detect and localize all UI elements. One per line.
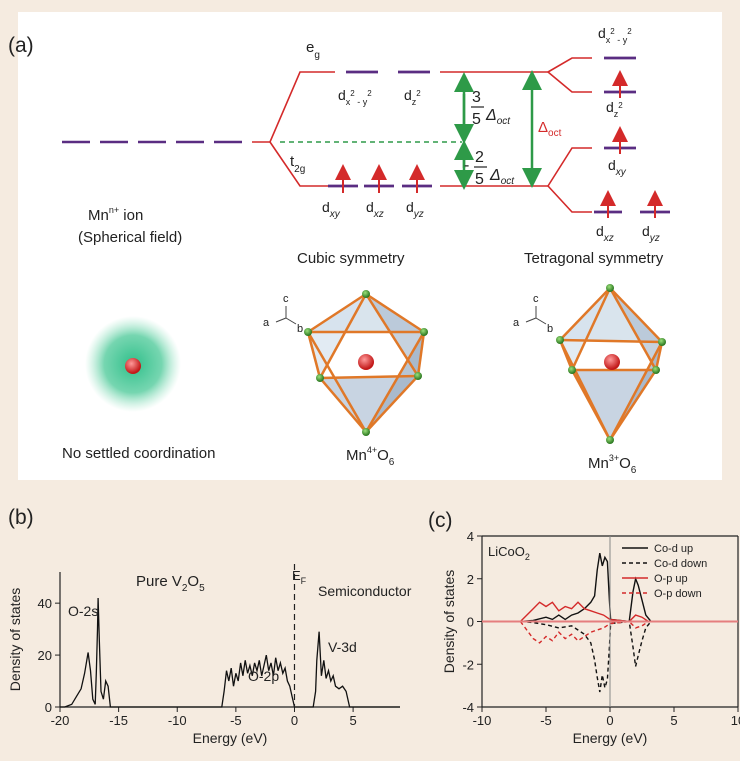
y-axis-label: Density of states xyxy=(441,570,457,674)
annotation-v3d: V-3d xyxy=(328,639,357,655)
cubic-symmetry-label: Cubic symmetry xyxy=(297,250,405,267)
annotation-o2p: O-2p xyxy=(248,668,279,684)
annotation-semiconductor: Semiconductor xyxy=(318,583,412,599)
axis-b-tet: b xyxy=(547,323,553,335)
axes-glyph-cubic xyxy=(275,306,297,325)
orbital-dx2y2: dx2 - y2 xyxy=(338,87,372,107)
delta-oct-tetragonal: Δoct xyxy=(538,119,562,139)
mn3-o6-label: Mn3+O6 xyxy=(588,453,637,476)
axis-a-tet: a xyxy=(513,317,520,329)
legend-label: O-p down xyxy=(654,588,702,600)
chart-c-title: LiCoO2 xyxy=(488,544,530,562)
y-tick-label: 2 xyxy=(467,572,474,587)
y-tick-label: 4 xyxy=(467,529,474,544)
spherical-field-label: (Spherical field) xyxy=(78,229,182,246)
fraction-2-num: 2 xyxy=(475,149,484,166)
series-line-o-p-down xyxy=(519,620,649,644)
x-tick-label: -5 xyxy=(540,713,552,728)
legend-label: Co-d down xyxy=(654,558,707,570)
x-tick-label: -15 xyxy=(109,713,128,728)
y-tick-label: -4 xyxy=(462,700,474,715)
orbital-dz2: dz2 xyxy=(404,87,421,107)
mn4-o6-label: Mn4+O6 xyxy=(346,445,395,468)
tetragonal-spin-arrows xyxy=(600,70,663,218)
fermi-label: EF xyxy=(292,568,307,586)
y-tick-label: 0 xyxy=(467,615,474,630)
octahedron-mn3 xyxy=(556,284,666,444)
tet-orbital-dx2y2: dx2 - y2 xyxy=(598,25,632,45)
x-axis-label: Energy (eV) xyxy=(193,730,268,746)
ion-label: Mnn+ ion xyxy=(88,205,143,224)
x-tick-label: 5 xyxy=(349,713,356,728)
tetragonal-symmetry-label: Tetragonal symmetry xyxy=(524,250,664,267)
series-line-co-d-down xyxy=(520,620,652,693)
x-tick-label: 10 xyxy=(731,713,740,728)
axis-c-tet: c xyxy=(533,293,539,305)
mn-ion-sphere xyxy=(125,358,141,374)
x-tick-label: 0 xyxy=(606,713,613,728)
x-tick-label: -5 xyxy=(230,713,242,728)
axis-b-cubic: b xyxy=(297,323,303,335)
y-tick-label: 20 xyxy=(38,648,52,663)
eg-label: eg xyxy=(306,39,320,61)
x-tick-label: 0 xyxy=(291,713,298,728)
octahedron-mn4 xyxy=(304,290,428,436)
legend-label: Co-d up xyxy=(654,543,693,555)
x-tick-label: 5 xyxy=(670,713,677,728)
panel-a-label: (a) xyxy=(8,34,34,57)
x-tick-label: -20 xyxy=(51,713,70,728)
no-coordination-label: No settled coordination xyxy=(62,445,215,462)
panel-b-label: (b) xyxy=(8,506,34,529)
splitting-arrows xyxy=(454,70,542,190)
annotation-o2s: O-2s xyxy=(68,603,98,619)
x-axis-label: Energy (eV) xyxy=(573,730,648,746)
axis-a-cubic: a xyxy=(263,317,270,329)
axes-glyph-tetragonal xyxy=(525,306,547,325)
chart-b-title: Pure V2O5 xyxy=(136,573,205,594)
y-tick-label: 40 xyxy=(38,596,52,611)
fraction-2-den: 5 xyxy=(475,171,484,188)
fraction-3-den: 5 xyxy=(472,111,481,128)
delta-oct-neg: Δoct xyxy=(489,167,515,187)
dos-series-line xyxy=(60,597,400,708)
tet-orbital-dz2: dz2 xyxy=(606,99,623,119)
y-tick-label: 0 xyxy=(45,700,52,715)
delta-oct-pos: Δoct xyxy=(485,107,511,127)
axis-c-cubic: c xyxy=(283,293,289,305)
y-tick-label: -2 xyxy=(462,657,474,672)
cubic-spin-arrows xyxy=(335,164,425,193)
x-tick-label: -10 xyxy=(168,713,187,728)
fraction-neg-sign: - xyxy=(464,157,469,174)
x-tick-label: -10 xyxy=(473,713,492,728)
panel-c-label: (c) xyxy=(428,509,453,532)
t2g-label: t2g xyxy=(290,153,305,175)
fraction-3-num: 3 xyxy=(472,89,481,106)
legend-label: O-p up xyxy=(654,573,688,585)
y-axis-label: Density of states xyxy=(7,588,23,692)
